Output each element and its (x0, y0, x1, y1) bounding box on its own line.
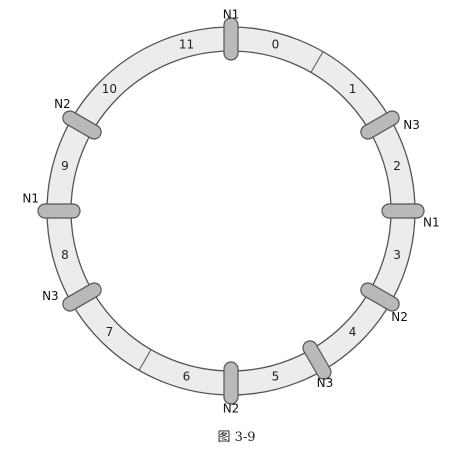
segment-label: 4 (349, 325, 357, 339)
segment-label: 6 (183, 370, 191, 384)
segment-label: 5 (272, 370, 280, 384)
segment-label: 3 (393, 248, 401, 262)
node-token (62, 282, 102, 312)
node-token (360, 282, 400, 312)
ring (46, 26, 416, 396)
segment-label: 2 (393, 159, 401, 173)
node-token (37, 203, 81, 219)
figure-caption: 图 3-9 (217, 430, 256, 445)
segment-label: 1 (349, 82, 357, 96)
node-token (223, 17, 239, 61)
node-label: N2 (223, 402, 240, 416)
segment-label: 8 (61, 248, 69, 262)
node-label: N1 (22, 192, 39, 206)
node-label: N2 (54, 97, 71, 111)
node-label: N1 (223, 8, 240, 22)
segment-label: 0 (272, 37, 280, 51)
node-token (62, 110, 102, 140)
ring-inner-circle (70, 50, 392, 372)
node-label: N3 (42, 289, 59, 303)
node-label: N1 (423, 216, 440, 230)
node-token (302, 340, 332, 380)
node-token (360, 110, 400, 140)
segment-boundary (310, 51, 324, 73)
segment-label: 10 (102, 82, 117, 96)
segment-label: 7 (106, 325, 114, 339)
segment-boundaries (138, 51, 324, 371)
node-tokens (37, 17, 425, 405)
node-label: N3 (403, 118, 420, 132)
node-label: N2 (391, 310, 408, 324)
segment-label: 11 (179, 37, 194, 51)
node-token (223, 361, 239, 405)
segment-labels: 0 1 2 3 4 5 6 7 8 9 10 11 (61, 37, 401, 383)
segment-boundary (138, 349, 152, 371)
node-label: N3 (317, 376, 334, 390)
node-token (381, 203, 425, 219)
segment-label: 9 (61, 159, 69, 173)
